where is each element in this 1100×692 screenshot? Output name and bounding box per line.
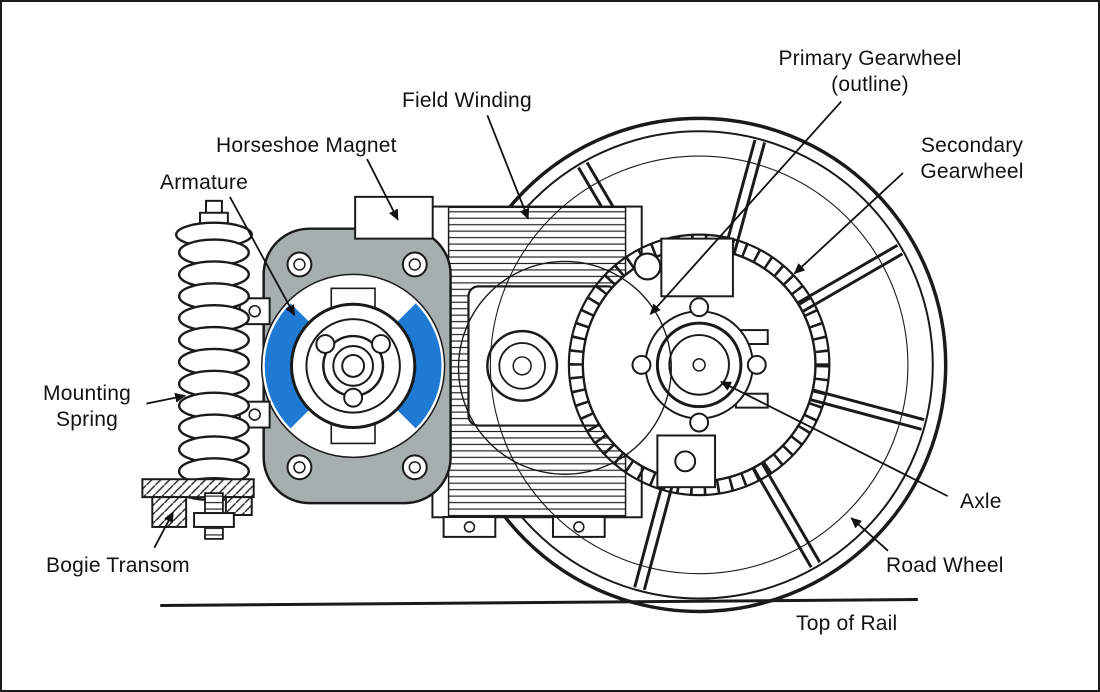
label-top-of-rail: Top of Rail bbox=[796, 612, 898, 635]
armature bbox=[264, 287, 442, 445]
arrow-mounting-spring bbox=[146, 392, 187, 405]
arrow-primary-gearwheel bbox=[649, 100, 842, 315]
arrow-horseshoe-magnet bbox=[366, 158, 399, 221]
label-road-wheel: Road Wheel bbox=[886, 554, 1004, 577]
arrow-axle bbox=[720, 380, 949, 497]
primary-gearwheel-outline bbox=[457, 260, 672, 475]
secondary-gearwheel bbox=[567, 233, 831, 497]
label-armature: Armature bbox=[160, 171, 248, 194]
rail-line bbox=[160, 598, 918, 607]
spring-bolt-nut bbox=[193, 512, 235, 528]
bogie-transom bbox=[141, 478, 255, 540]
armature-shaft bbox=[341, 353, 366, 378]
label-primary-gearwheel: Primary Gearwheel (outline) bbox=[778, 47, 962, 97]
label-secondary-gearwheel: Secondary Gearwheel bbox=[920, 134, 1024, 184]
armature-arc-right bbox=[397, 303, 442, 429]
axle bbox=[655, 321, 743, 409]
arrow-bogie-transom bbox=[153, 511, 174, 549]
arrow-road-wheel bbox=[850, 517, 889, 552]
label-mounting-spring: Mounting Spring bbox=[43, 382, 131, 432]
arrow-armature bbox=[229, 196, 296, 317]
label-axle: Axle bbox=[960, 490, 1002, 513]
motor-foot bbox=[442, 516, 497, 538]
label-bogie-transom: Bogie Transom bbox=[46, 554, 190, 577]
label-horseshoe-magnet: Horseshoe Magnet bbox=[216, 134, 397, 157]
arrow-secondary-gearwheel bbox=[793, 172, 904, 275]
mounting-spring bbox=[174, 199, 253, 502]
callout-arrows bbox=[146, 100, 949, 552]
gear-case-bracket-top bbox=[660, 237, 734, 298]
gear-teeth bbox=[568, 234, 830, 496]
motor-foot bbox=[551, 516, 606, 538]
arrow-field-winding bbox=[486, 115, 530, 220]
armature-arc-left bbox=[264, 303, 310, 429]
label-field-winding: Field Winding bbox=[402, 89, 532, 112]
magnet-yoke-top bbox=[354, 195, 434, 240]
wheel-pitch-circle bbox=[489, 155, 909, 575]
